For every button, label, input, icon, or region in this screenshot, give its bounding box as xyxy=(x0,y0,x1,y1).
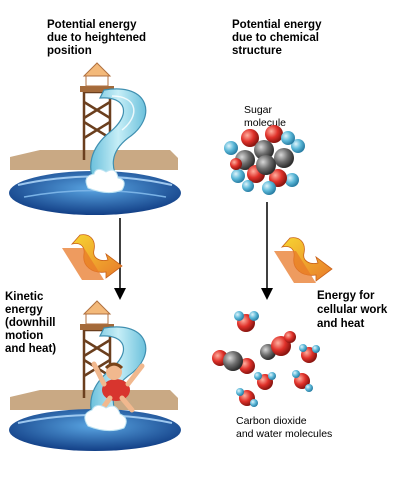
left-title: Potential energy due to heightened posit… xyxy=(47,19,147,57)
splash xyxy=(85,168,125,194)
co2-molecule xyxy=(260,331,296,360)
water-molecule xyxy=(236,388,258,407)
water-molecule xyxy=(234,311,259,332)
right-down-arrow xyxy=(261,202,273,300)
right-title: Potential energy due to chemical structu… xyxy=(232,19,322,57)
co2-molecule xyxy=(212,350,255,374)
slide-scene-bottom xyxy=(9,300,181,451)
sugar-molecule xyxy=(224,125,305,195)
tower-roof xyxy=(82,62,112,77)
rider xyxy=(91,361,145,415)
water-molecule xyxy=(292,370,313,392)
water-molecule xyxy=(254,372,276,390)
cellular-work-label: Energy for cellular work and heat xyxy=(317,290,388,330)
products-label: Carbon dioxide and water molecules xyxy=(236,415,333,440)
left-down-arrow xyxy=(114,218,126,300)
pool-water xyxy=(9,171,181,215)
tower-platform xyxy=(80,86,114,92)
kinetic-energy-label: Kinetic energy (downhill motion and heat… xyxy=(5,291,57,355)
energy-arrow-right xyxy=(274,237,333,283)
slide-scene-top xyxy=(9,62,181,215)
water-molecule xyxy=(299,344,320,363)
products-molecules xyxy=(212,311,320,407)
energy-arrow-left xyxy=(62,234,123,280)
